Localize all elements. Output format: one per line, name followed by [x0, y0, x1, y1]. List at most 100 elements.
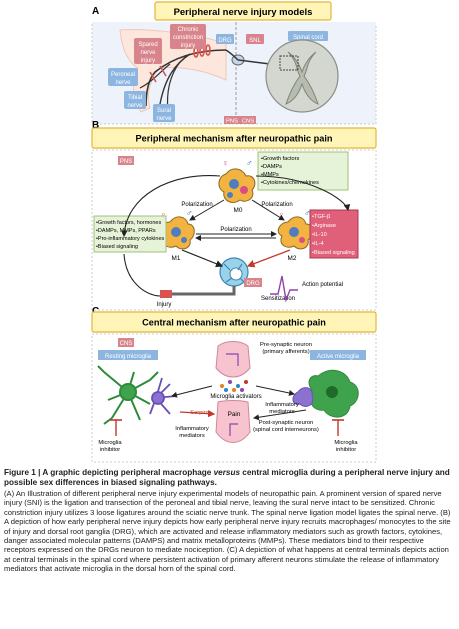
inflammatory-mediators-right-2: mediators: [269, 409, 295, 415]
panel-c-title-box: [91, 311, 377, 333]
panel-a-letter: A: [92, 6, 99, 17]
panel-b-title-box: [91, 127, 377, 149]
sural-label-1: Sural: [157, 108, 171, 114]
m0-mediators-box: [257, 151, 349, 191]
peroneal-label-2: nerve: [115, 80, 131, 86]
sural-label-2: nerve: [156, 116, 172, 122]
inflammatory-mediators-right-1: Inflammatory: [265, 402, 299, 408]
male-symbol-m2: ♂: [304, 208, 311, 218]
drg-label-box-a: [216, 34, 234, 44]
tibial-label-2: nerve: [127, 103, 143, 109]
inflammatory-mediators-left-2: mediators: [179, 433, 205, 439]
sensitization-label: Sensitization: [261, 296, 295, 302]
m1-list-item: •Growth factors, hormones: [96, 220, 161, 226]
m0-mediator-list: •Growth factors •DAMPs •MMPs •Cytokines/…: [261, 156, 319, 186]
m1-list-item: •Pro-inflammatory cytokines: [96, 236, 165, 242]
inflammatory-mediators-left-1: Inflammatory: [175, 426, 209, 432]
peroneal-label-1: Peroneal: [111, 72, 135, 78]
drg-neuron: [219, 257, 249, 287]
caption-title-part-b: central microglia during a peripheral ne…: [4, 468, 450, 487]
pre-synaptic-label-1: Pre-synaptic neuron: [260, 342, 312, 348]
cns-tag-a: [240, 116, 256, 124]
m2-list-item: •TGF-β: [312, 214, 330, 220]
cycle-arrow-top-left: [120, 175, 221, 238]
m2-list-item: •Biased signaling: [312, 250, 355, 256]
resting-microglia: [97, 365, 159, 425]
drg-tag-b: [244, 278, 262, 287]
spinal-nerve: [225, 49, 271, 65]
spared-label-2: nerve: [140, 50, 156, 56]
post-synaptic-neuron: [215, 400, 251, 443]
chronic-label-box: [170, 24, 206, 49]
panel-c-title: Central mechanism after neuropathic pain: [142, 318, 326, 328]
macrophage-m0: [218, 168, 256, 203]
m1-mediators-box: [93, 215, 167, 253]
peroneal-label-box: [108, 68, 138, 86]
m0-list-item: •Cytokines/chemokines: [261, 180, 319, 186]
chronic-label-1: Chronic: [178, 27, 199, 33]
panel-a: A Peripheral nerve injury models Chronic…: [91, 1, 377, 125]
arrow-m1-to-drg: [181, 249, 224, 268]
male-symbol-m0: ♂: [246, 158, 253, 168]
chronic-label-2: constriction: [173, 35, 203, 41]
drg-label-b: DRG: [246, 281, 260, 287]
m2-list-item: •IL-10: [312, 232, 327, 238]
macrophage-m1: [159, 216, 195, 250]
microglia-activator-dots: [220, 380, 248, 392]
pre-synaptic-label-2: (primary afferents): [262, 349, 309, 355]
spinal-cord-label: Spinal cord: [293, 35, 323, 41]
m0-label: M0: [234, 207, 243, 214]
macrophage-m2: [277, 216, 313, 250]
microglia-activators-label: Microglia activators: [210, 394, 261, 400]
caption-separator: |: [35, 468, 43, 477]
cycle-arrow-bottom-left: [123, 253, 161, 297]
figure-number: Figure 1: [4, 468, 36, 477]
pain-label: Pain: [228, 411, 241, 418]
m2-list-item: •Arginase: [312, 223, 336, 229]
panel-a-title-box: [154, 1, 332, 21]
drg-label-a: DRG: [218, 38, 232, 44]
microglia-inhibitor-right-2: inhibitor: [336, 447, 356, 453]
cycle-arrow-top-right: [255, 175, 351, 212]
spared-label-box: [134, 38, 162, 64]
cns-label-c: CNS: [120, 341, 133, 347]
tibial-nerve-line: [159, 53, 191, 105]
m1-label: M1: [172, 255, 181, 262]
figure-caption: Figure 1 | A graphic depicting periphera…: [4, 468, 455, 574]
tibial-label-box: [124, 91, 146, 109]
arrow-m0-m2: [251, 199, 285, 221]
arrow-m2-to-drg: [246, 249, 291, 268]
m2-list-item: •IL-4: [312, 241, 324, 247]
injury-label: Injury: [157, 302, 172, 308]
arrow-m0-m1: [189, 199, 225, 221]
tibial-label-1: Tibial: [128, 95, 142, 101]
action-potential-label: Action potential: [302, 282, 343, 288]
panel-b: B Peripheral mechanism after neuropathic…: [91, 120, 377, 311]
m0-list-item: •MMPs: [261, 172, 279, 178]
pre-synaptic-neuron: [215, 341, 251, 378]
action-potential-trace: [270, 275, 298, 303]
panel-c: C Central mechanism after neuropathic pa…: [91, 306, 377, 463]
pns-label-a: PNS: [226, 119, 238, 125]
caption-body: (A) An Illustration of different periphe…: [4, 489, 451, 574]
microglia-inhibitor-right-1: Microglia: [334, 440, 358, 446]
m0-list-item: •Growth factors: [261, 156, 300, 162]
male-symbol-m1: ♂: [186, 208, 193, 218]
female-symbol-m0: ♀: [222, 158, 229, 168]
spinal-cord-label-box: [288, 31, 328, 41]
post-synaptic-label-2: (spinal cord interneurons): [253, 427, 319, 433]
panel-b-title: Peripheral mechanism after neuropathic p…: [135, 134, 332, 144]
injury-site: [160, 290, 172, 298]
m1-list-item: •DAMPs, MMPs, PPARs: [96, 228, 156, 234]
microglia-inhibitor-left-2: inhibitor: [100, 447, 120, 453]
dorsal-horn-zoom: [279, 55, 299, 71]
polarization-label-left: Polarization: [181, 202, 212, 208]
polarization-label-right: Polarization: [261, 202, 292, 208]
m2-mediators-box: [309, 209, 359, 259]
caption-title-versus: versus: [213, 468, 241, 477]
chronic-label-3: injury: [181, 43, 195, 49]
active-microglia: [308, 369, 359, 418]
m2-mediator-list: •TGF-β •Arginase •IL-10 •IL-4 •Biased si…: [312, 214, 355, 256]
microglia-inhibitor-left-1: Microglia: [98, 440, 122, 446]
resting-microglia-label: Resting microglia: [105, 354, 152, 360]
